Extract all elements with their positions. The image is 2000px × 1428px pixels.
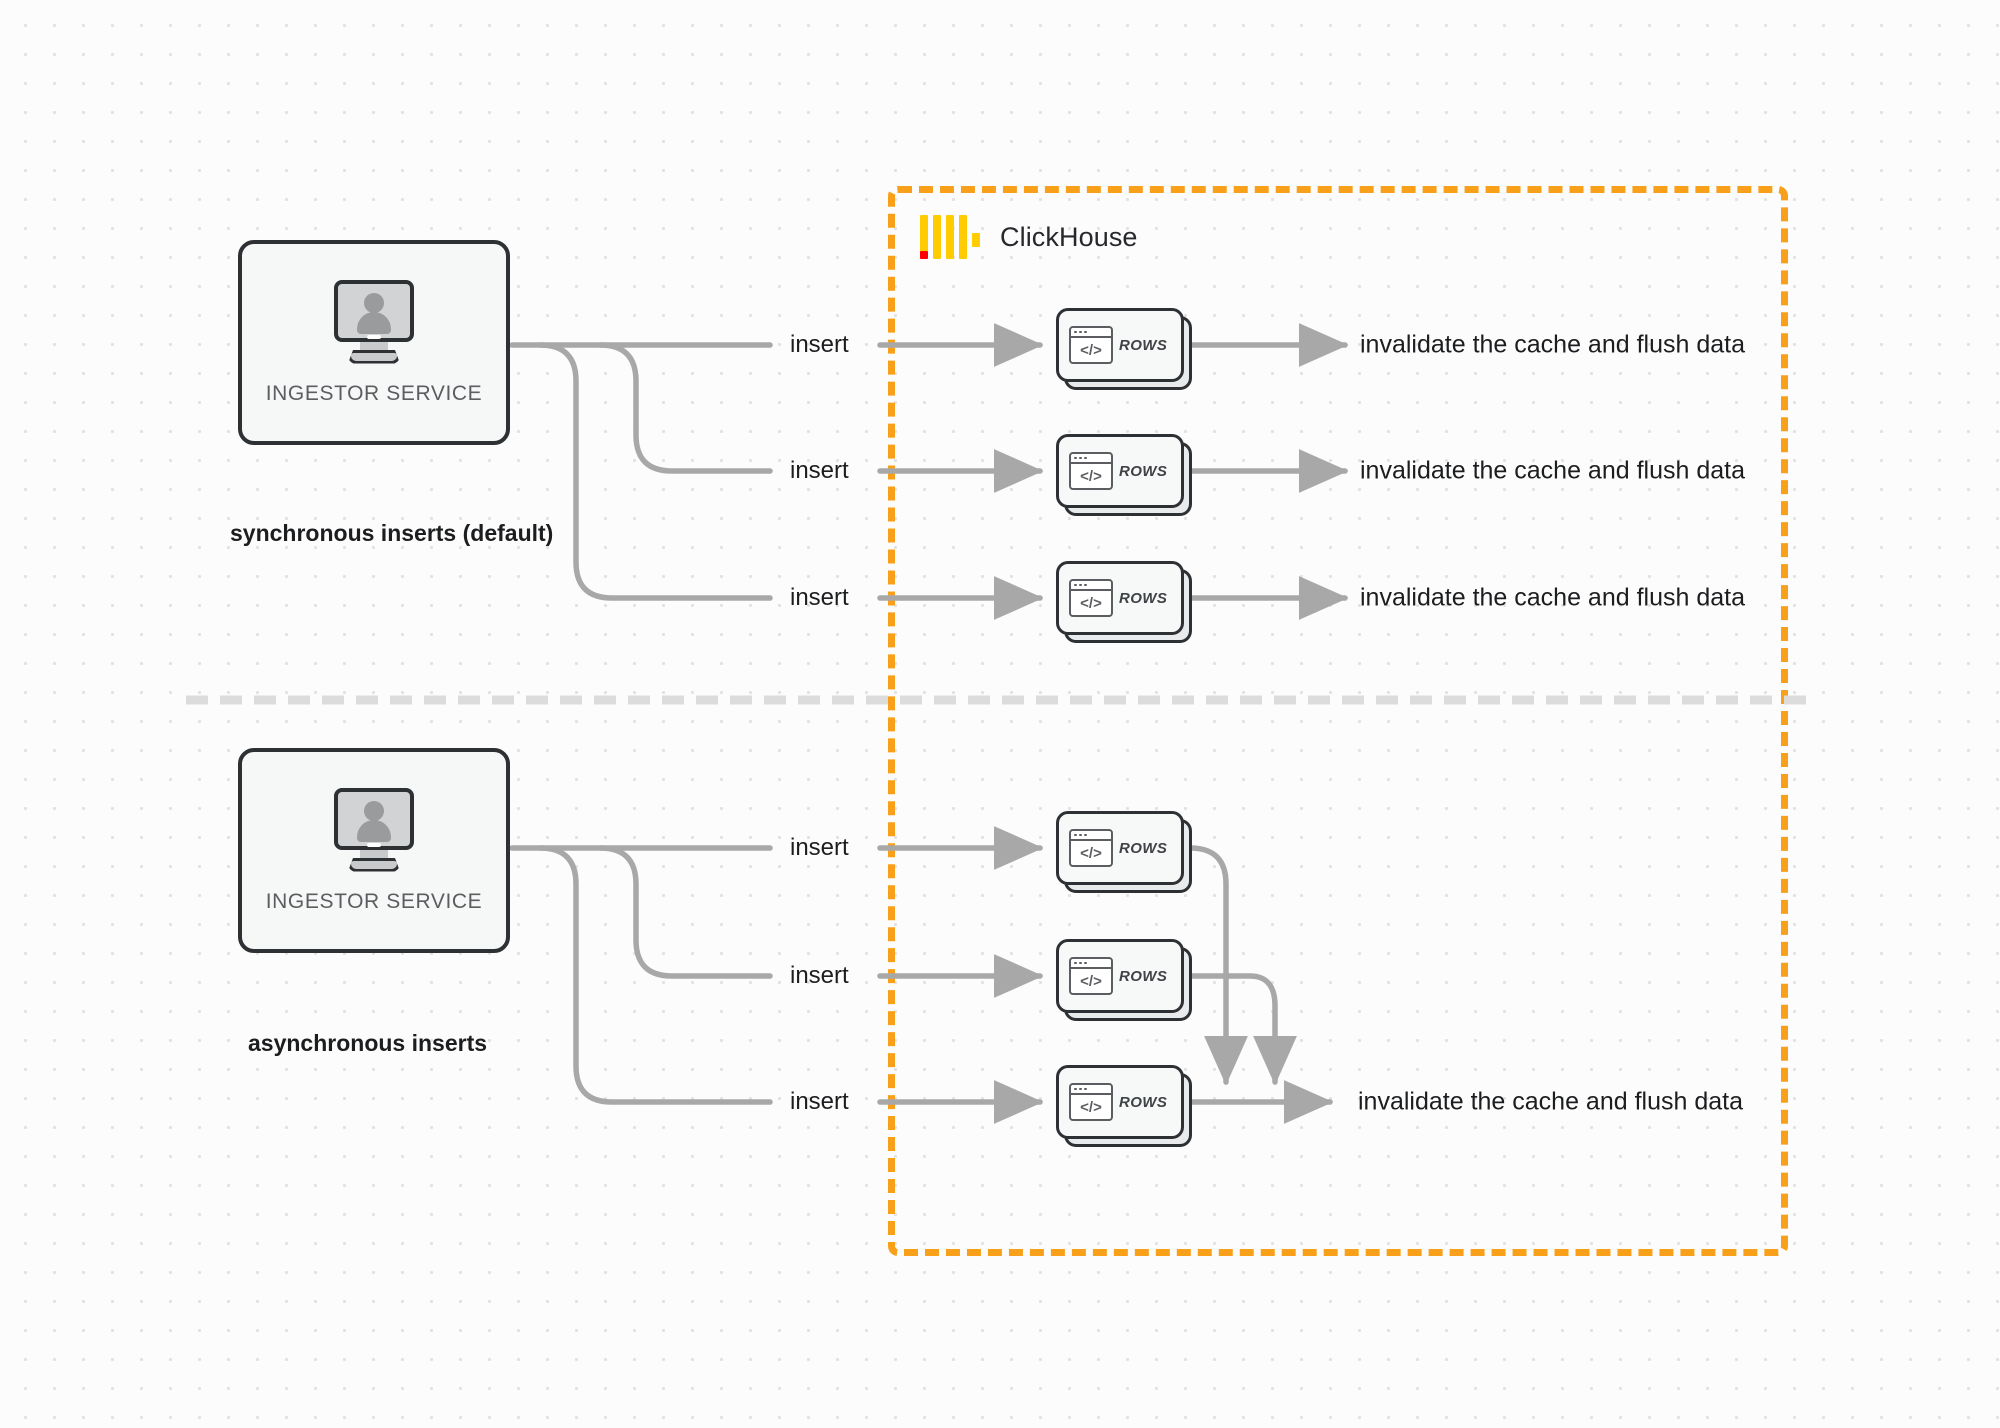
rows-card-async-2[interactable]: </> ROWS	[1056, 939, 1192, 1021]
clickhouse-brand: ClickHouse	[920, 215, 1138, 259]
flush-label-sync-3: invalidate the cache and flush data	[1360, 583, 1745, 612]
ingestor-service-label-sync: INGESTOR SERVICE	[265, 381, 483, 405]
monitor-user-icon	[326, 279, 422, 364]
code-window-icon: </>	[1069, 829, 1113, 867]
rows-card-label: ROWS	[1119, 462, 1168, 480]
rows-card-sync-3[interactable]: </> ROWS	[1056, 561, 1192, 643]
code-window-icon: </>	[1069, 452, 1113, 490]
code-window-icon: </>	[1069, 326, 1113, 364]
rows-card-async-1[interactable]: </> ROWS	[1056, 811, 1192, 893]
code-window-icon: </>	[1069, 1083, 1113, 1121]
insert-label-async-2: insert	[790, 962, 849, 989]
rows-card-sync-1[interactable]: </> ROWS	[1056, 308, 1192, 390]
insert-label-async-3: insert	[790, 1088, 849, 1115]
insert-label-sync-1: insert	[790, 331, 849, 358]
rows-card-label: ROWS	[1119, 967, 1168, 985]
insert-label-async-1: insert	[790, 834, 849, 861]
rows-card-label: ROWS	[1119, 589, 1168, 607]
rows-card-label: ROWS	[1119, 1093, 1168, 1111]
monitor-user-icon	[326, 787, 422, 872]
clickhouse-brand-label: ClickHouse	[1000, 221, 1138, 252]
rows-card-label: ROWS	[1119, 839, 1168, 857]
rows-card-sync-2[interactable]: </> ROWS	[1056, 434, 1192, 516]
caption-synchronous: synchronous inserts (default)	[230, 520, 554, 546]
rows-card-async-3[interactable]: </> ROWS	[1056, 1065, 1192, 1147]
clickhouse-boundary	[888, 186, 1788, 1256]
clickhouse-logo-icon	[920, 215, 980, 259]
ingestor-service-async[interactable]: INGESTOR SERVICE	[238, 748, 510, 953]
code-window-icon: </>	[1069, 957, 1113, 995]
ingestor-service-sync[interactable]: INGESTOR SERVICE	[238, 240, 510, 445]
flush-label-sync-2: invalidate the cache and flush data	[1360, 456, 1745, 485]
insert-label-sync-2: insert	[790, 457, 849, 484]
ingestor-service-label-async: INGESTOR SERVICE	[265, 889, 483, 913]
flush-label-async: invalidate the cache and flush data	[1358, 1087, 1743, 1116]
flush-label-sync-1: invalidate the cache and flush data	[1360, 330, 1745, 359]
code-window-icon: </>	[1069, 579, 1113, 617]
caption-asynchronous: asynchronous inserts	[248, 1030, 488, 1056]
rows-card-label: ROWS	[1119, 336, 1168, 354]
insert-label-sync-3: insert	[790, 584, 849, 611]
